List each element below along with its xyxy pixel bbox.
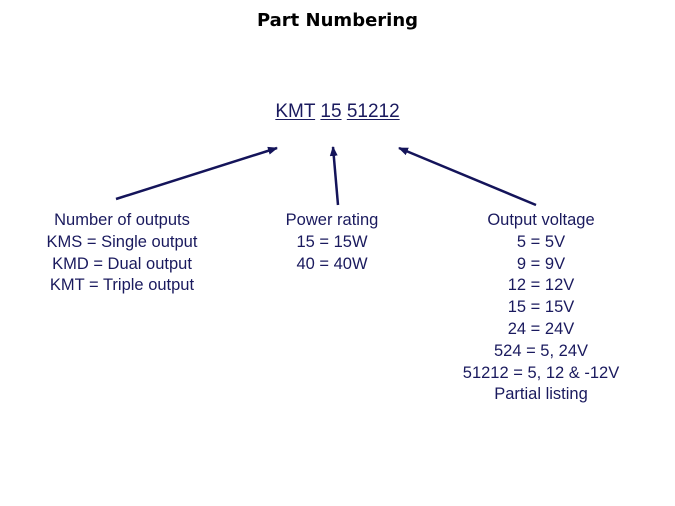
column-heading: Output voltage (487, 211, 595, 229)
column-heading: Power rating (285, 211, 379, 229)
column-line: KMD = Dual output (52, 254, 192, 273)
column-line: 15 = 15V (507, 298, 575, 317)
column-line: 524 = 5, 24V (493, 341, 589, 360)
part-segment-power: 15 (320, 101, 342, 122)
column-line: 5 = 5V (516, 232, 566, 251)
arrow-outputs (115, 146, 278, 201)
column-line: 15 = 15W (296, 232, 368, 251)
column-line: 40 = 40W (296, 254, 368, 273)
part-segment-voltage: 51212 (346, 101, 400, 122)
column-line: Partial listing (494, 385, 588, 404)
column-power: Power rating 15 = 15W 40 = 40W (232, 210, 432, 275)
arrow-voltage (398, 146, 537, 207)
page-title: Part Numbering (256, 10, 419, 31)
column-line: 12 = 12V (507, 276, 575, 295)
column-line: 24 = 24V (507, 319, 575, 338)
column-line: KMT = Triple output (49, 276, 195, 295)
column-line: KMS = Single output (46, 232, 198, 251)
part-segment-outputs: KMT (275, 101, 316, 122)
column-heading: Number of outputs (54, 211, 190, 229)
column-line: 9 = 9V (516, 254, 566, 273)
column-line: 51212 = 5, 12 & -12V (462, 363, 620, 382)
part-number: KMT 15 51212 (0, 101, 675, 123)
column-outputs: Number of outputs KMS = Single output KM… (22, 210, 222, 297)
arrow-power (329, 146, 340, 206)
column-voltage: Output voltage 5 = 5V 9 = 9V 12 = 12V 15… (441, 210, 641, 406)
